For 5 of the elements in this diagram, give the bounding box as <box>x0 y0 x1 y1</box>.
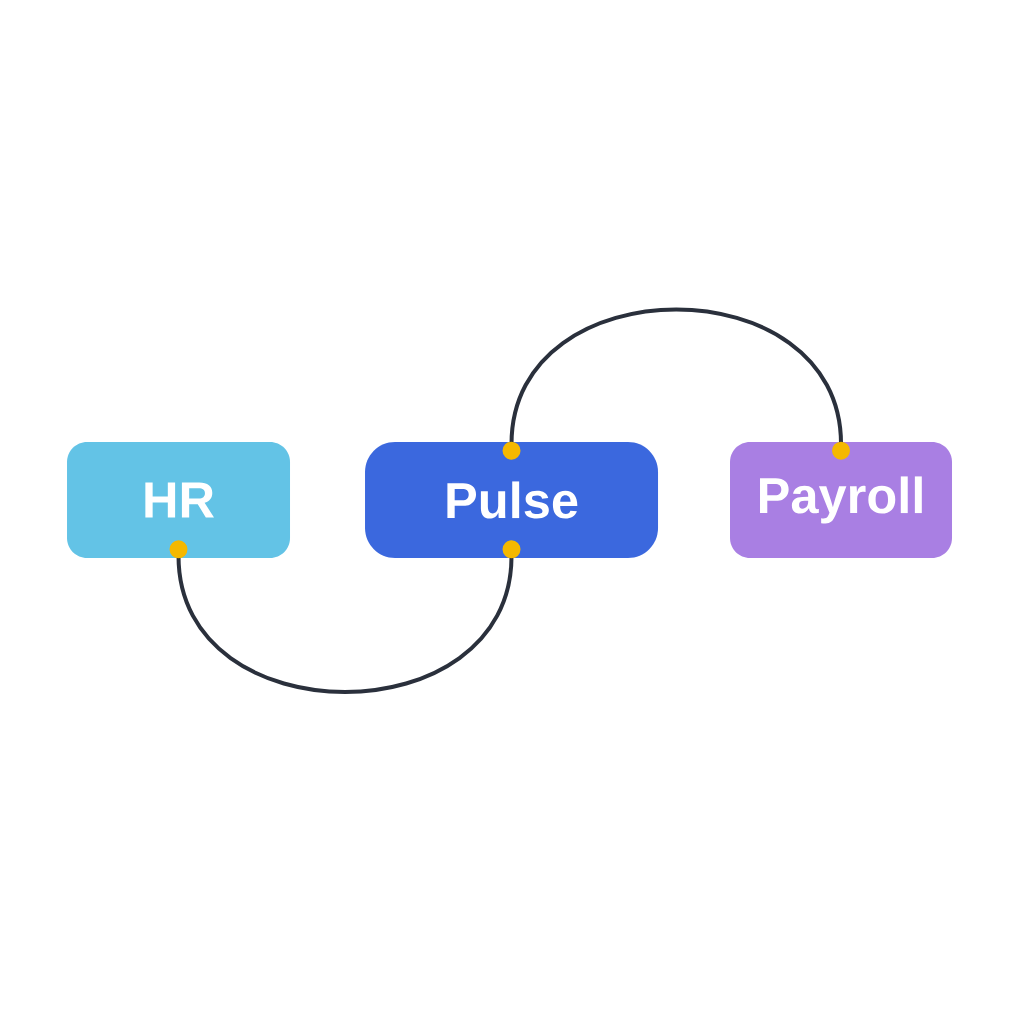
system-box: Pulse <box>365 442 659 558</box>
system-box: Payroll <box>730 442 952 558</box>
connector-curve <box>169 540 521 694</box>
connector-curve <box>502 307 850 460</box>
system-box: HR <box>67 442 290 558</box>
